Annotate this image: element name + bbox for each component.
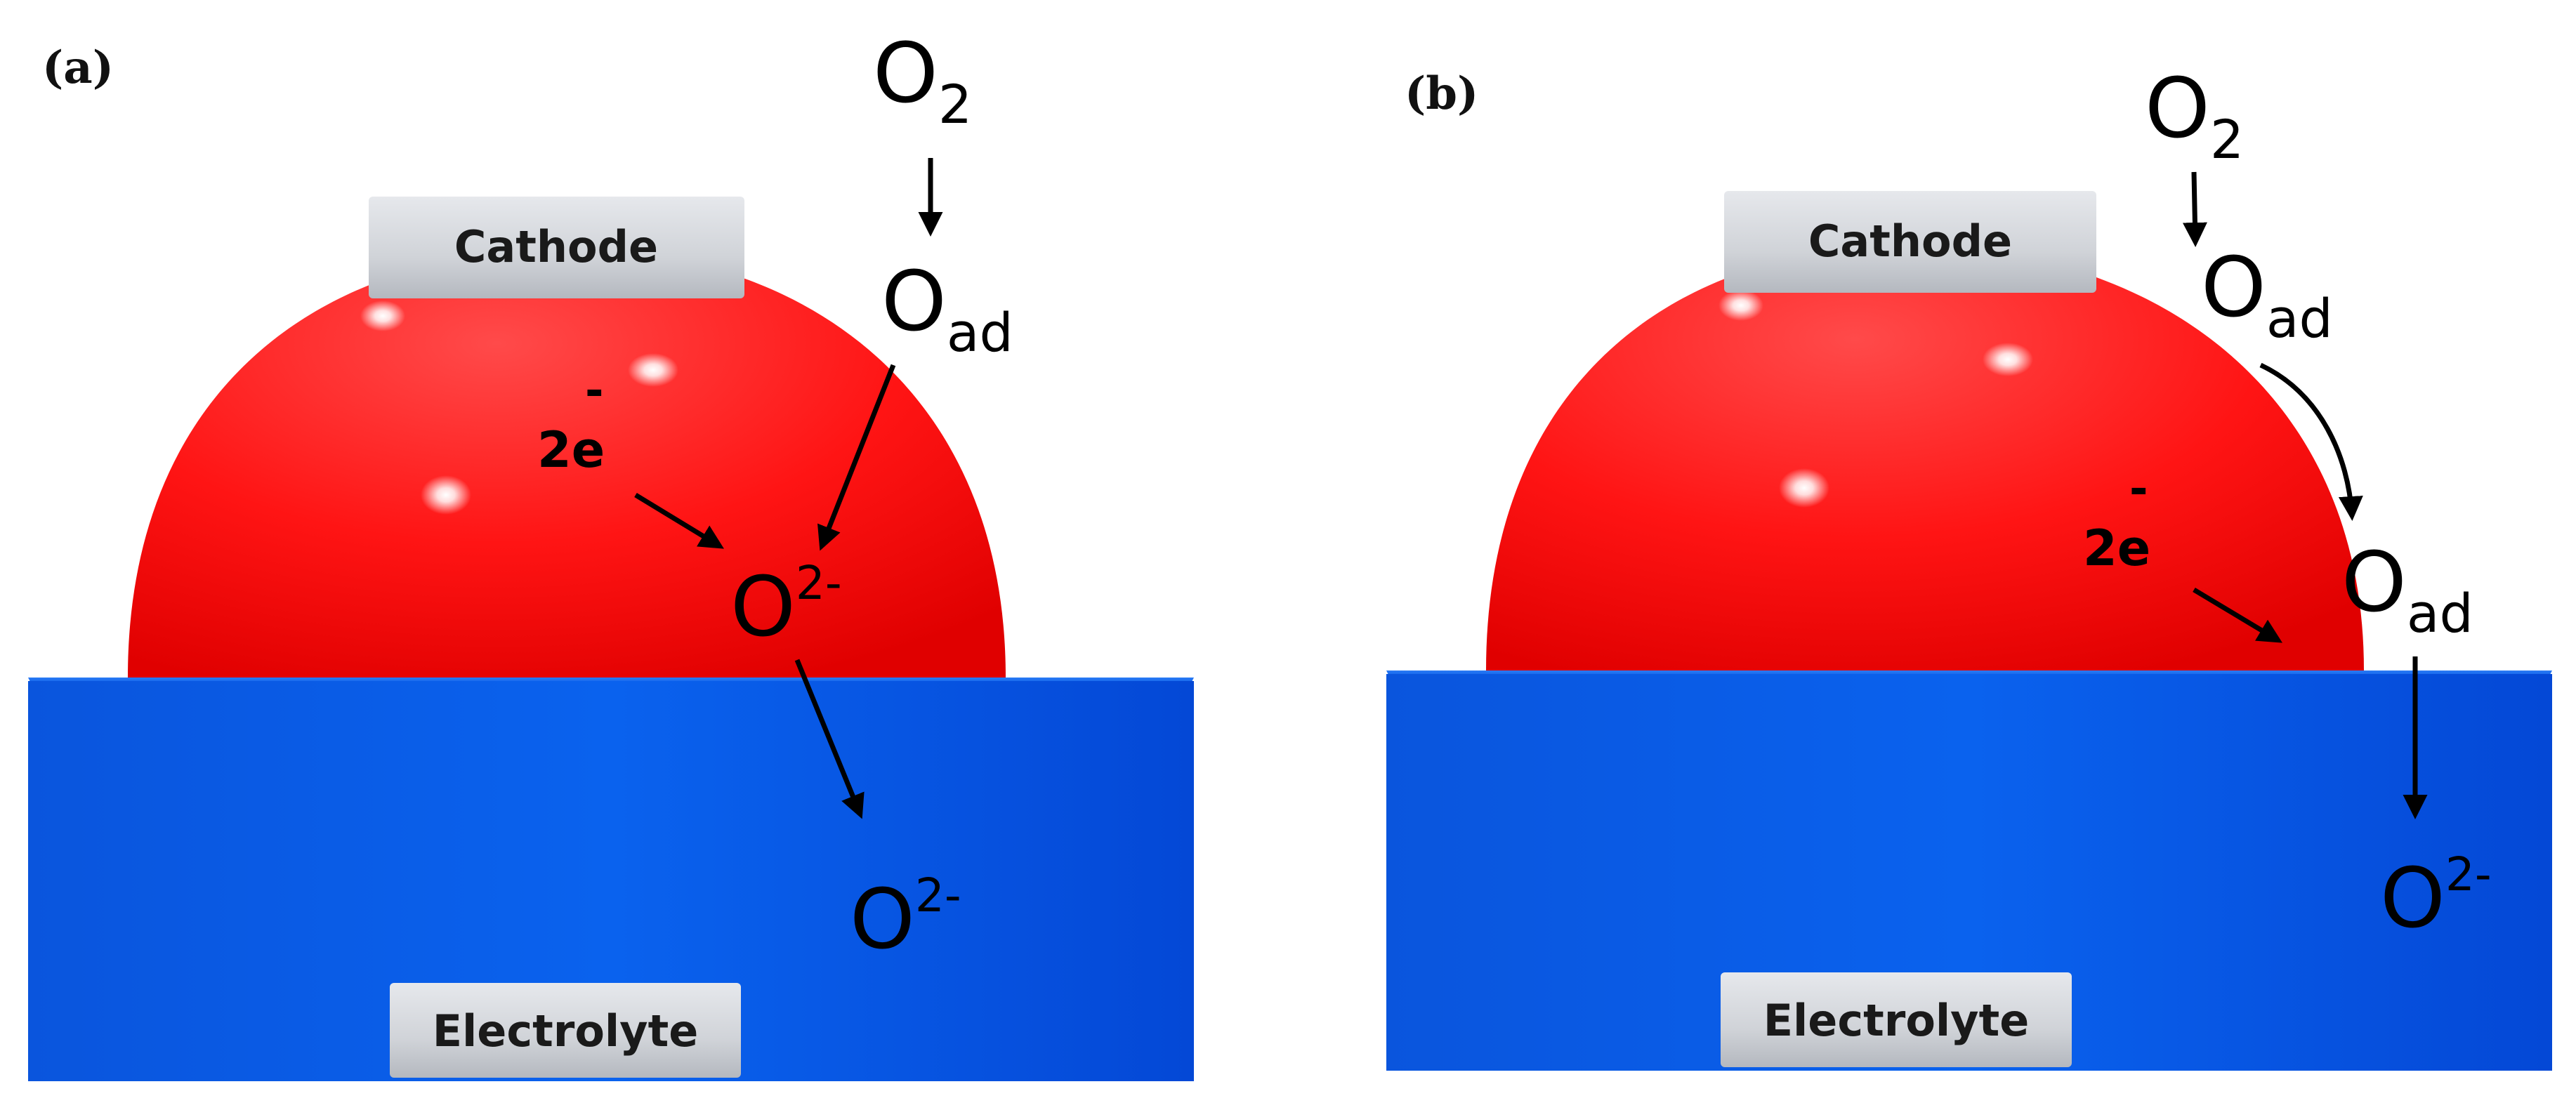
particle-highlight — [1719, 290, 1763, 321]
electron-transfer-arrow — [634, 493, 724, 549]
electrolyte-label: Electrolyte — [433, 1005, 699, 1057]
ion-incorporation-arrow — [794, 659, 865, 819]
electron-label: 2e — [2083, 520, 2150, 577]
electron-label: 2e — [537, 421, 605, 479]
cathode-particle — [128, 249, 1006, 678]
cathode-particle — [1486, 246, 2364, 670]
cathode-label: Cathode — [1808, 216, 2012, 267]
cathode-label: Cathode — [454, 221, 658, 272]
particle-highlight — [360, 300, 405, 331]
particle-highlight — [1983, 343, 2033, 376]
electron-charge: - — [585, 365, 604, 417]
surface-diffusion-arrow — [2259, 362, 2363, 521]
panel-label: (a) — [42, 41, 114, 94]
panel-label: (b) — [1405, 67, 1478, 120]
electrolyte-label-box — [1721, 972, 2072, 1067]
o2-gas-label: O2 — [2145, 60, 2244, 171]
adsorbed-oxygen-label: Oad — [2201, 239, 2333, 350]
oxide-ion-bulk-label: O2- — [850, 868, 961, 967]
oxide-ion-surface-label: O2- — [730, 556, 842, 655]
electrolyte-label-box — [390, 983, 741, 1078]
particle-highlight — [628, 353, 678, 387]
electrolyte-label: Electrolyte — [1763, 995, 2030, 1046]
electron-charge: - — [2129, 463, 2148, 515]
adsorbed-oxygen-tpb-label: Oad — [2341, 534, 2473, 645]
oxide-ion-bulk-label: O2- — [2380, 847, 2492, 946]
cathode-label-box — [369, 197, 744, 298]
surface-diffusion-arrow — [817, 364, 896, 551]
particle-highlight — [421, 475, 471, 515]
panel-a-diagram: Cathode Electrolyte (a) O2 Oad 2e - O2- … — [28, 25, 1194, 1081]
panel-b-diagram: Cathode Electrolyte (b) O2 Oad 2e - Oad … — [1386, 60, 2552, 1071]
panel-a: Cathode Electrolyte (a) O2 Oad 2e - O2- … — [28, 25, 1194, 1081]
adsorption-arrow — [2182, 171, 2207, 247]
cathode-label-box — [1724, 191, 2096, 293]
particle-highlight — [1779, 468, 1829, 508]
panel-b: Cathode Electrolyte (b) O2 Oad 2e - Oad … — [1288, 0, 2576, 1110]
o2-gas-label: O2 — [873, 25, 972, 136]
adsorbed-oxygen-label: Oad — [881, 253, 1013, 364]
electron-transfer-arrow — [2193, 587, 2283, 643]
